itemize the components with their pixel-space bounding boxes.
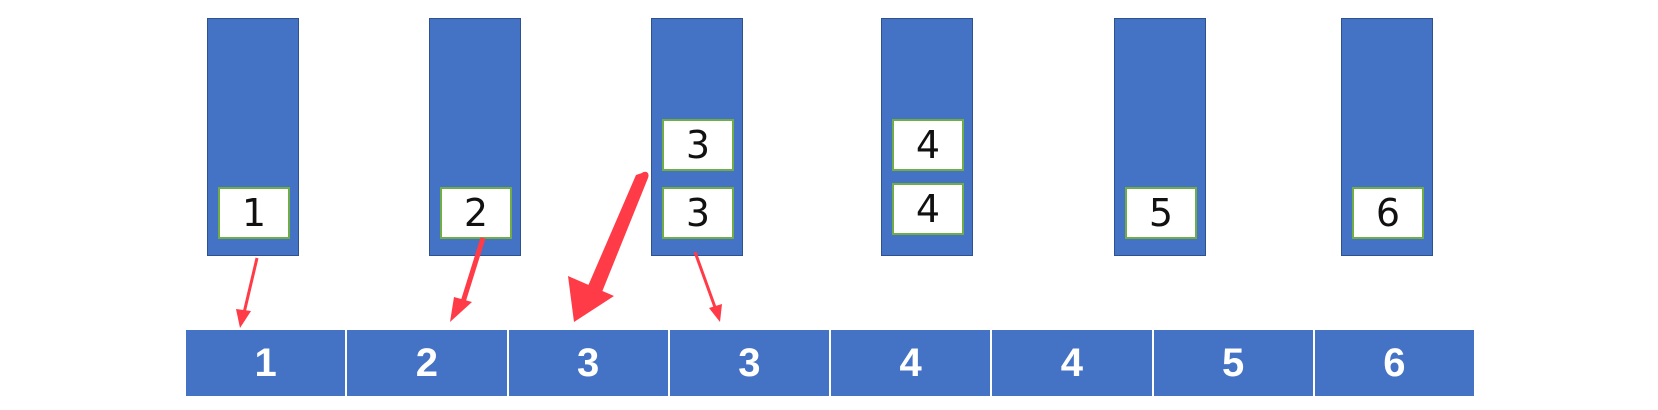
output-cell-3: 3 — [508, 330, 670, 396]
output-cell-2: 2 — [347, 330, 509, 396]
bucket-5: 5 — [1114, 18, 1206, 256]
bucket-2: 2 — [429, 18, 521, 256]
bucket-6-item-1: 6 — [1352, 187, 1424, 239]
bucket-4: 4 4 — [881, 18, 973, 256]
output-array: 1 2 3 3 4 4 5 6 — [186, 330, 1474, 396]
output-cell-1: 1 — [186, 330, 348, 396]
output-cell-5: 4 — [831, 330, 993, 396]
bucket-5-item-1: 5 — [1125, 187, 1197, 239]
bucket-3: 3 3 — [651, 18, 743, 256]
bucket-1: 1 — [207, 18, 299, 256]
bucket-4-item-2: 4 — [892, 183, 964, 235]
output-cell-7: 5 — [1153, 330, 1315, 396]
arrow-bucket3-to-cell3 — [568, 171, 649, 322]
bucket-6: 6 — [1341, 18, 1433, 256]
bucket-1-item-1: 1 — [218, 187, 290, 239]
bucket-4-item-1: 4 — [892, 119, 964, 171]
bucket-3-item-1: 3 — [662, 119, 734, 171]
arrow-bucket1-to-cell1 — [236, 257, 259, 328]
output-cell-6: 4 — [992, 330, 1154, 396]
bucket-2-item-1: 2 — [440, 187, 512, 239]
output-cell-8: 6 — [1314, 330, 1474, 396]
arrow-bucket3-to-cell4 — [693, 251, 722, 322]
bucket-3-item-2: 3 — [662, 187, 734, 239]
output-cell-4: 3 — [669, 330, 831, 396]
